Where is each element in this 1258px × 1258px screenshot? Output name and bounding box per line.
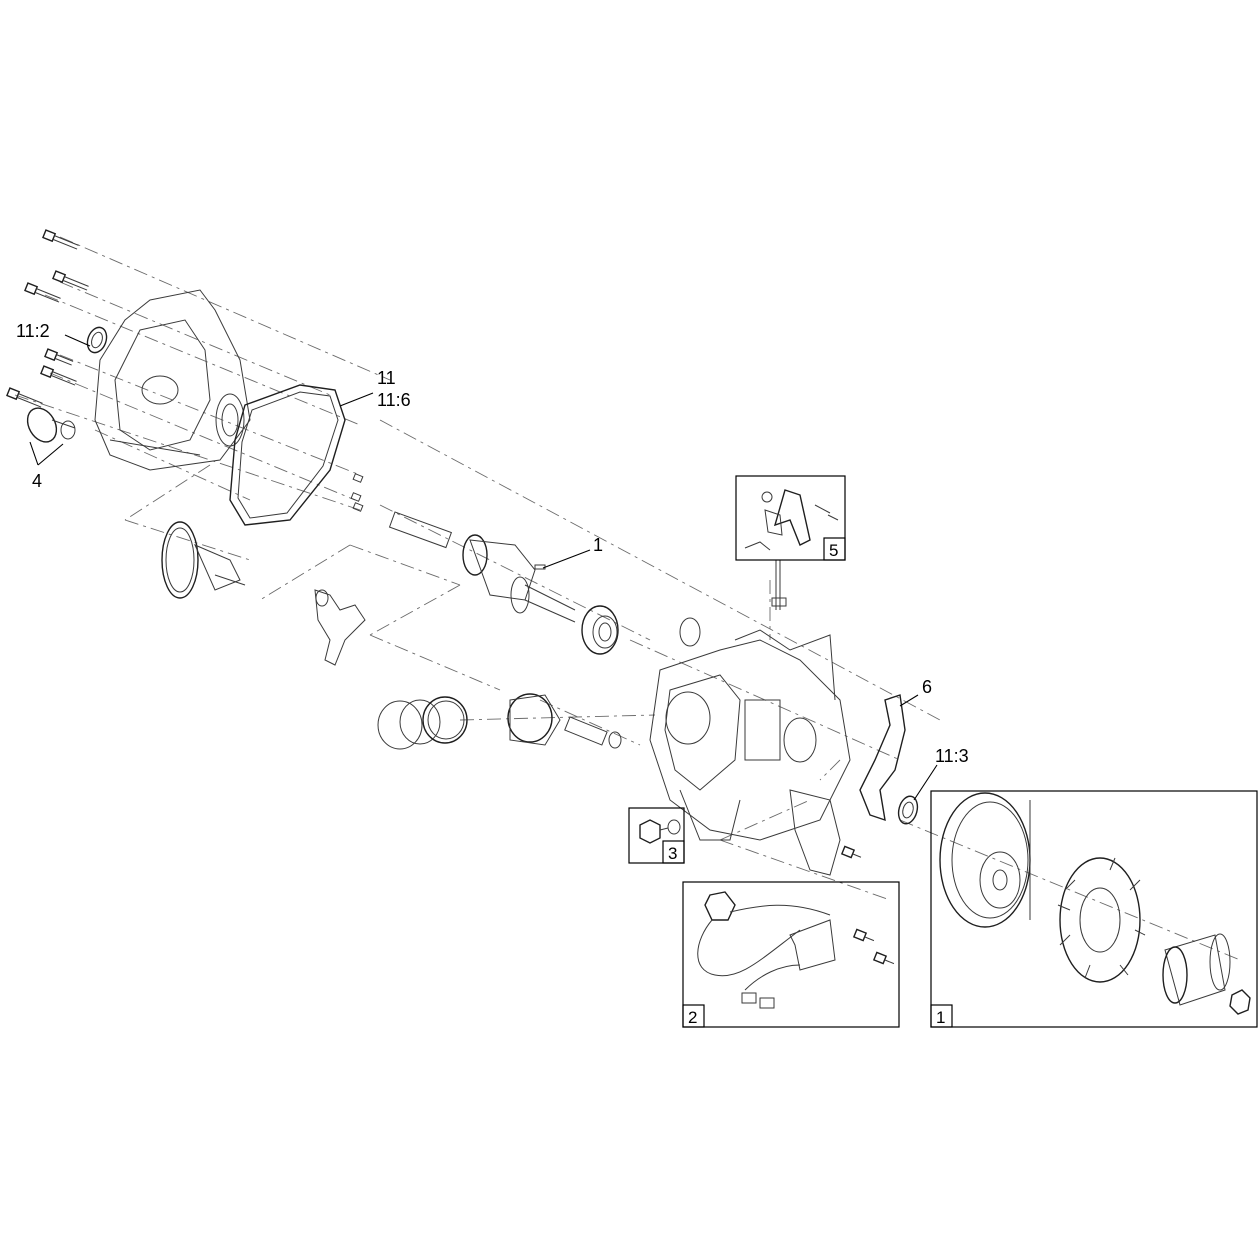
box-5-tag	[823, 537, 846, 561]
box-3-number: 3	[668, 844, 677, 863]
detail-box-5	[735, 475, 846, 561]
oil-seal-side	[897, 795, 919, 825]
box-2-tag	[682, 1004, 705, 1028]
ignition-coil	[697, 891, 895, 1009]
callout-11-6: 11:6	[377, 390, 411, 410]
assembly-axes	[14, 236, 1241, 961]
drain-plug	[639, 819, 681, 844]
oil-dipstick	[26, 407, 76, 443]
main-bearing	[581, 605, 619, 655]
callout-11-3: 11:3	[935, 746, 969, 766]
governor-arm	[314, 589, 366, 666]
breather-cover	[789, 789, 862, 876]
piston-rings	[377, 696, 468, 750]
crankcase-block	[649, 617, 851, 841]
callout-4: 4	[32, 471, 42, 491]
flywheel-assembly	[939, 792, 1251, 1015]
detail-box-2	[682, 881, 900, 1028]
leader-lines	[29, 334, 938, 801]
callout-11: 11	[377, 368, 396, 388]
callout-6: 6	[922, 677, 932, 697]
box-5-number: 5	[829, 541, 838, 560]
crankcase-cover	[94, 289, 251, 471]
callout-1: 1	[593, 535, 603, 555]
crankshaft	[388, 511, 576, 623]
box-3-tag	[662, 840, 685, 864]
box-2-number: 2	[688, 1008, 697, 1027]
box-1-number: 1	[936, 1008, 945, 1027]
camshaft-gear	[161, 521, 246, 599]
cover-gasket	[229, 384, 346, 526]
piston	[507, 693, 622, 749]
oil-seal-top	[86, 326, 108, 354]
cover-bolts	[6, 229, 364, 512]
detail-box-1	[930, 790, 1258, 1028]
box-1-tag	[930, 1004, 953, 1028]
callout-11-2: 11:2	[16, 321, 50, 341]
side-gasket	[859, 694, 906, 822]
detail-box-3	[628, 807, 685, 864]
governor-shaft	[771, 560, 787, 610]
governor-lever-parts	[744, 489, 839, 551]
